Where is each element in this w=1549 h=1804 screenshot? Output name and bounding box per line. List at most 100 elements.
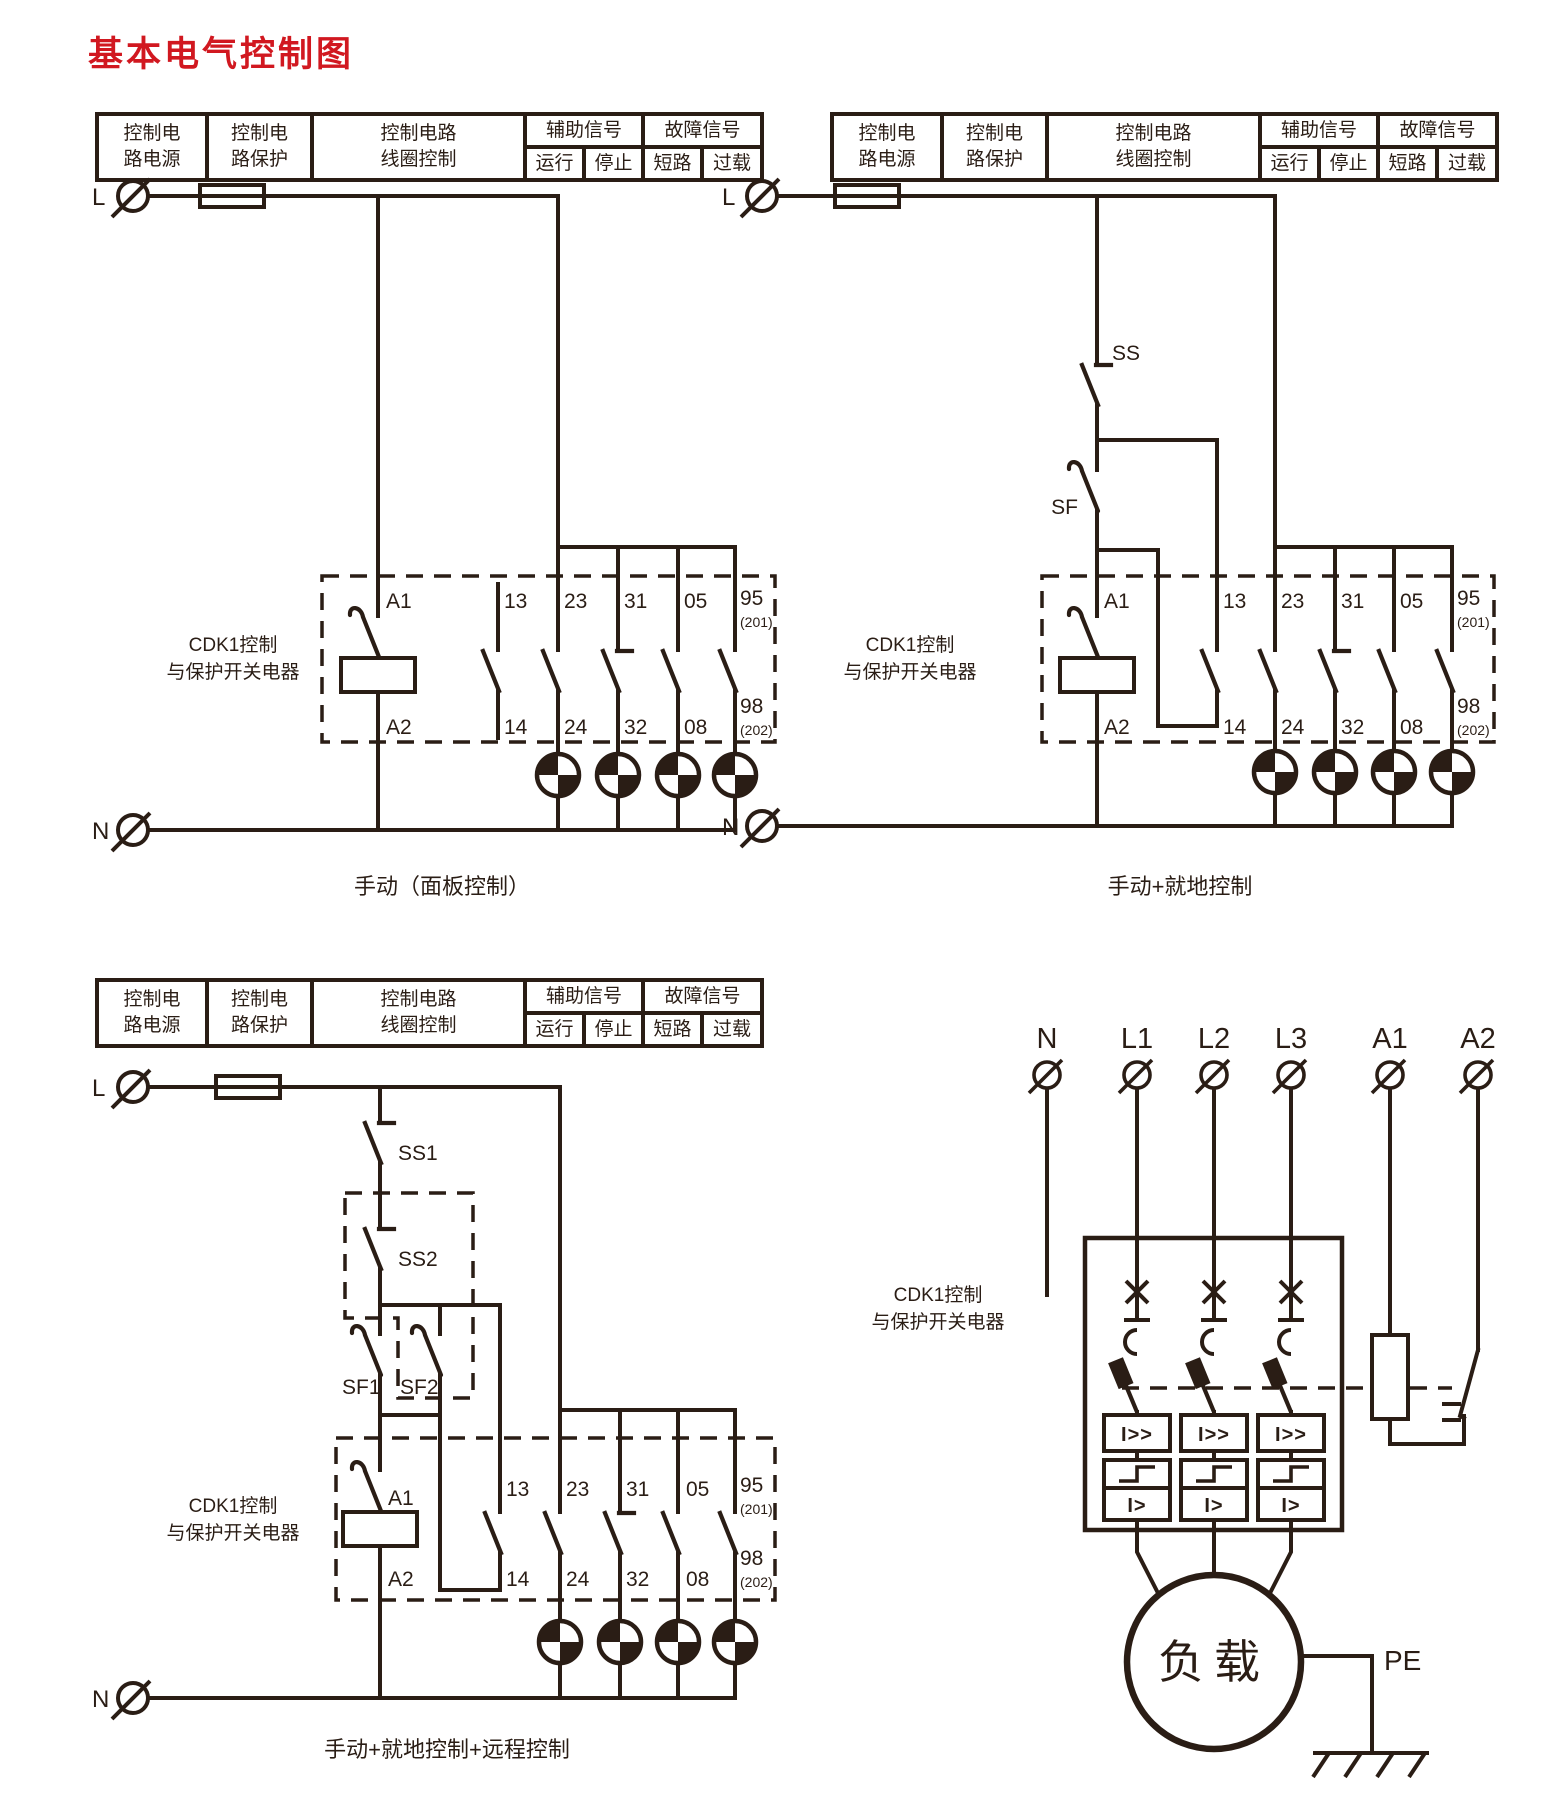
diagram-main-circuit: N L1 L2 L3 A1 A2 bbox=[871, 1023, 1496, 1779]
label-inst-trip: I>> bbox=[1275, 1424, 1307, 1446]
label-31: 31 bbox=[626, 1478, 649, 1501]
signal-table-manual-local-remote: 控制电路电源 控制电路保护 控制电路线圈控制 辅助信号 故障信号 运行 停止 短… bbox=[95, 978, 764, 1048]
coil-symbol bbox=[339, 656, 417, 694]
label-31: 31 bbox=[624, 590, 647, 613]
col-protect: 控制电路保护 bbox=[205, 112, 314, 182]
terminal-L bbox=[739, 177, 781, 219]
label-95: 95 bbox=[740, 1474, 763, 1497]
label-201: (201) bbox=[740, 1501, 773, 1517]
stop-button-SS1 bbox=[365, 1123, 394, 1163]
label-over-trip: I> bbox=[1281, 1495, 1300, 1517]
manual-switch-contact bbox=[350, 608, 379, 657]
col-power: 控制电路电源 bbox=[95, 112, 209, 182]
fuse-symbol bbox=[833, 183, 901, 209]
contact-13-14 bbox=[1202, 651, 1218, 691]
cell-overload: 过载 bbox=[700, 145, 764, 182]
caption-manual-local-remote: 手动+就地控制+远程控制 bbox=[324, 1737, 570, 1762]
fuse-symbol bbox=[198, 183, 266, 209]
label-95: 95 bbox=[740, 587, 763, 610]
label-L: L bbox=[92, 184, 105, 211]
label-05: 05 bbox=[684, 590, 707, 613]
label-14: 14 bbox=[506, 1568, 530, 1591]
contact-05-08 bbox=[1379, 651, 1395, 691]
label-A2: A2 bbox=[1104, 716, 1130, 739]
overload-trip-box bbox=[1256, 1486, 1326, 1522]
manual-switch-contact bbox=[1069, 608, 1098, 657]
cell-run: 运行 bbox=[1258, 145, 1321, 182]
caption-manual-local: 手动+就地控制 bbox=[1108, 874, 1253, 899]
col-power: 控制电路电源 bbox=[95, 978, 209, 1048]
wiring bbox=[775, 194, 1454, 828]
label-23: 23 bbox=[564, 590, 587, 613]
contact-23-24 bbox=[545, 1513, 561, 1553]
label-201: (201) bbox=[1457, 614, 1490, 630]
fuse-symbol bbox=[214, 1074, 282, 1100]
cell-run: 运行 bbox=[523, 145, 586, 182]
thermal-step-glyph bbox=[1117, 1465, 1157, 1483]
terminal-L bbox=[110, 1068, 152, 1110]
label-05: 05 bbox=[1400, 590, 1423, 613]
diagram-manual-local: L N SS SF A1 13 23 31 05 95 (201) A2 14 … bbox=[722, 177, 1496, 899]
lamp-overload bbox=[1431, 751, 1473, 793]
label-terminal-L1: L1 bbox=[1121, 1023, 1153, 1055]
cell-short: 短路 bbox=[1376, 145, 1439, 182]
label-201: (201) bbox=[740, 614, 773, 630]
label-202: (202) bbox=[740, 722, 773, 738]
label-32: 32 bbox=[1341, 716, 1364, 739]
contact-05-08 bbox=[663, 651, 679, 691]
label-SF: SF bbox=[1051, 496, 1078, 519]
terminal-N bbox=[110, 1679, 152, 1721]
device-label-line1: CDK1控制 bbox=[189, 1495, 278, 1517]
lamp-short-circuit bbox=[1373, 751, 1415, 793]
col-protect: 控制电路保护 bbox=[205, 978, 314, 1048]
col-coil: 控制电路线圈控制 bbox=[310, 978, 527, 1048]
lamp-run bbox=[537, 754, 579, 796]
col-coil: 控制电路线圈控制 bbox=[310, 112, 527, 182]
breaker-arc-contact bbox=[1123, 1328, 1139, 1356]
signal-table-manual-local: 控制电路电源 控制电路保护 控制电路线圈控制 辅助信号 故障信号 运行 停止 短… bbox=[830, 112, 1499, 182]
col-aux-signal: 辅助信号 bbox=[1258, 112, 1380, 149]
coil-symbol bbox=[1370, 1333, 1410, 1421]
label-08: 08 bbox=[684, 716, 707, 739]
lamp-run bbox=[1254, 751, 1296, 793]
label-08: 08 bbox=[1400, 716, 1423, 739]
wiring bbox=[147, 1085, 737, 1700]
label-14: 14 bbox=[1223, 716, 1247, 739]
diagram-manual-panel: L N A1 13 23 31 05 95 (201) A2 14 24 32 … bbox=[92, 177, 777, 899]
contact-13-14 bbox=[485, 1513, 501, 1553]
contact-23-24 bbox=[543, 651, 559, 691]
lamp-stop bbox=[597, 754, 639, 796]
lamp-run bbox=[539, 1621, 581, 1663]
label-32: 32 bbox=[626, 1568, 649, 1591]
lamp-stop bbox=[599, 1621, 641, 1663]
label-SF1: SF1 bbox=[342, 1376, 381, 1399]
col-power: 控制电路电源 bbox=[830, 112, 944, 182]
label-N: N bbox=[92, 818, 109, 845]
label-over-trip: I> bbox=[1204, 1495, 1223, 1517]
label-L: L bbox=[92, 1075, 105, 1102]
instantaneous-trip-box bbox=[1102, 1413, 1172, 1453]
ground-symbol bbox=[1311, 1751, 1431, 1779]
col-coil: 控制电路线圈控制 bbox=[1045, 112, 1262, 182]
breaker-lever bbox=[1185, 1357, 1214, 1412]
label-N: N bbox=[722, 814, 739, 841]
coil-symbol bbox=[341, 1510, 419, 1548]
stop-button-SS bbox=[1082, 365, 1111, 405]
label-L: L bbox=[722, 184, 735, 211]
wiring bbox=[147, 194, 737, 832]
start-button-SF1 bbox=[352, 1326, 381, 1375]
cell-short: 短路 bbox=[641, 1011, 704, 1048]
label-13: 13 bbox=[506, 1478, 529, 1501]
col-fault-signal: 故障信号 bbox=[641, 978, 764, 1015]
contact-05-08 bbox=[663, 1513, 679, 1553]
label-23: 23 bbox=[566, 1478, 589, 1501]
device-label-line2: 与保护开关电器 bbox=[871, 1311, 1004, 1333]
device-dashed-boundary bbox=[320, 574, 777, 744]
label-N: N bbox=[92, 1686, 109, 1713]
lamp-short-circuit bbox=[657, 754, 699, 796]
start-button-SF2 bbox=[412, 1326, 441, 1375]
thermal-step-glyph bbox=[1271, 1465, 1311, 1483]
device-boundary-box bbox=[1082, 1235, 1345, 1533]
col-fault-signal: 故障信号 bbox=[641, 112, 764, 149]
